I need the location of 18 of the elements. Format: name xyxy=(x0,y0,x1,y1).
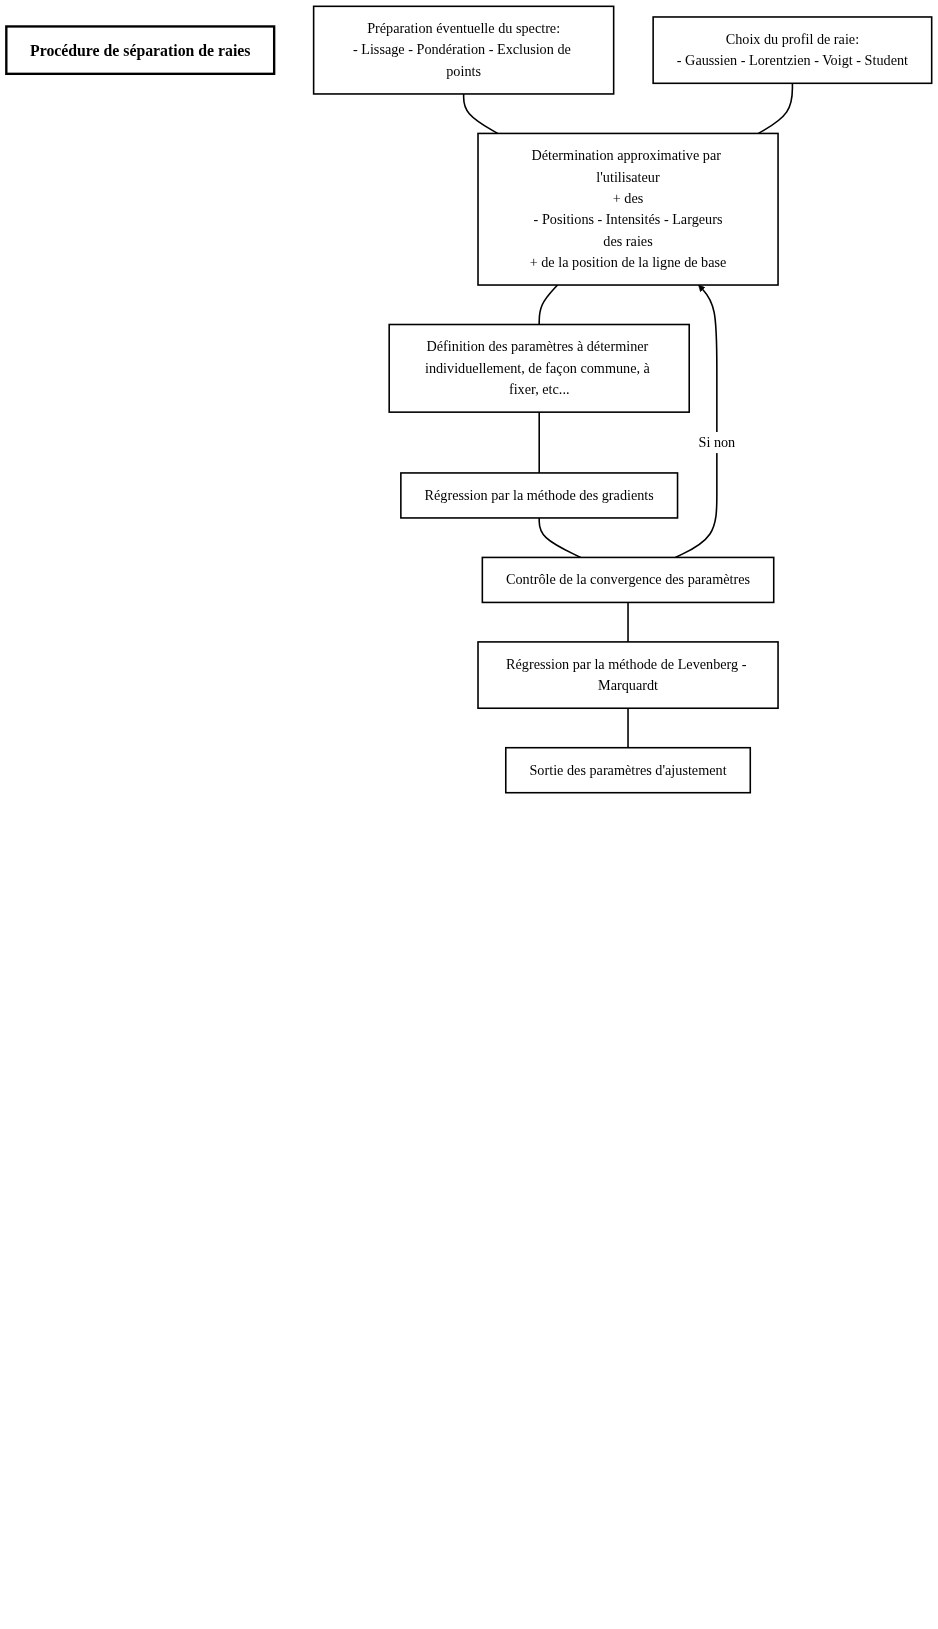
connector xyxy=(627,707,629,749)
connector xyxy=(538,517,582,559)
node-box: Choix du profil de raie: - Gaussien - Lorentzien - Voigt - Student xyxy=(652,16,933,85)
node-box: Régression par la méthode des gradients xyxy=(400,472,679,519)
arrow xyxy=(674,284,718,559)
edge-label: Si non xyxy=(698,434,736,451)
node-box: Contrôle de la convergence des paramètres xyxy=(481,556,775,604)
connector xyxy=(462,93,499,135)
connector xyxy=(627,601,629,643)
node-box: Détermination approximative par l'utilisateur + des - Positions - Intensités - Largeurs des raies + de la position de la ligne de base xyxy=(477,132,779,286)
node-box: Préparation éventuelle du spectre: - Lissage - Pondération - Exclusion de points xyxy=(312,5,615,95)
node-box: Sortie des paramètres d'ajustement xyxy=(505,746,752,794)
node-box: Procédure de séparation de raies xyxy=(5,25,276,75)
connector xyxy=(538,411,540,474)
node-box: Définition des paramètres à déterminer individuellement, de façon commune, à fixer, etc... xyxy=(388,323,690,413)
node-box: Régression par la méthode de Levenberg - Marquardt xyxy=(477,641,779,709)
connector xyxy=(538,284,559,326)
connector xyxy=(757,82,794,135)
